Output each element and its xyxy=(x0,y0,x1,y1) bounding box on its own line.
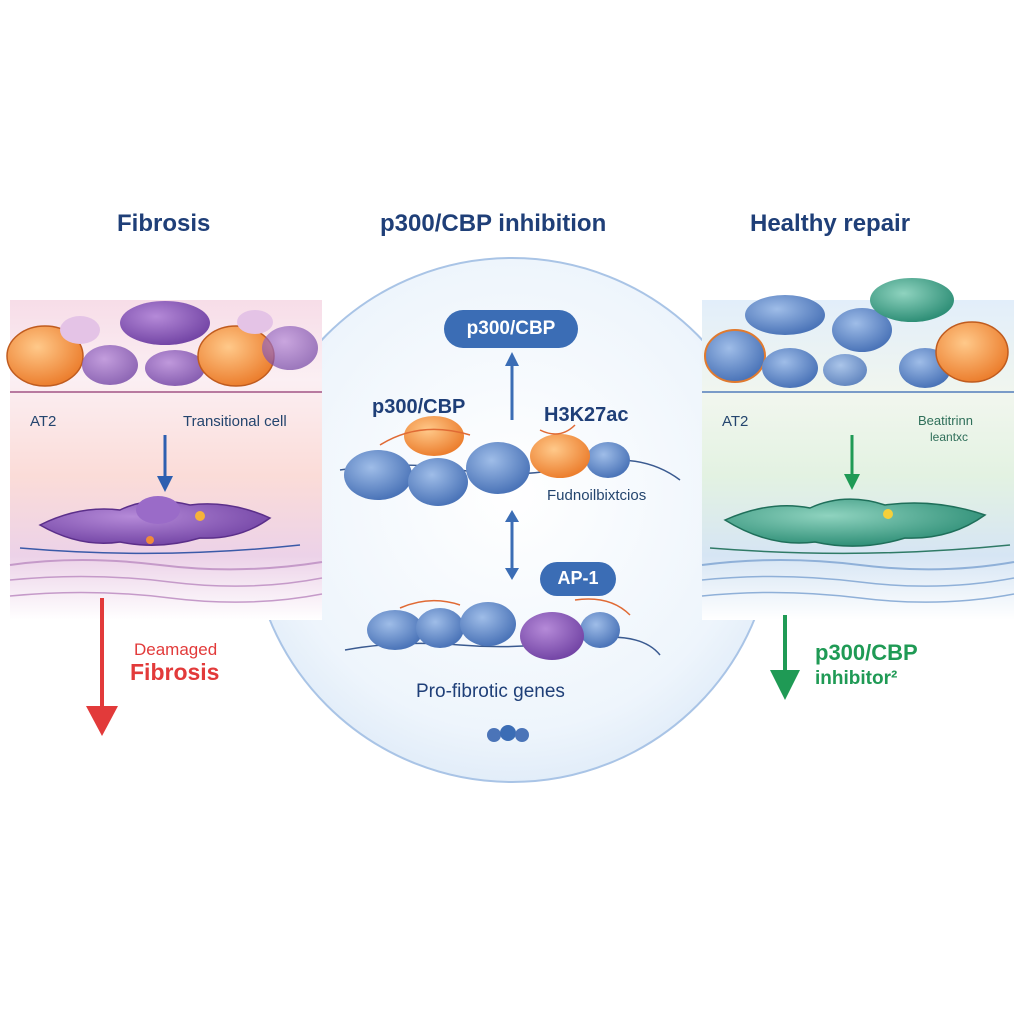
right-outcome-line2: inhibitor² xyxy=(815,668,898,689)
right-label-garbled-2: leantxc xyxy=(930,430,969,444)
center-pill-ap1-label: AP-1 xyxy=(557,568,599,588)
chromatin-upper xyxy=(339,416,681,506)
chromatin-lower xyxy=(344,598,661,660)
center-label-genes: Pro-fibrotic genes xyxy=(416,681,565,702)
right-label-at2: AT2 xyxy=(722,413,749,430)
center-arrows xyxy=(505,352,519,580)
center-label-h3k27ac: H3K27ac xyxy=(544,404,629,426)
left-top-cells xyxy=(6,301,318,387)
right-label-garbled-1: Beatitrinn xyxy=(918,413,973,428)
right-transitional-cells xyxy=(709,498,1011,555)
red-arrow-down-icon xyxy=(86,598,118,736)
arrow-down-icon xyxy=(157,435,173,492)
right-title: Healthy repair xyxy=(750,210,911,237)
center-pill-top xyxy=(444,310,578,348)
center-label-p300: p300/CBP xyxy=(372,396,466,418)
left-transitional-cells xyxy=(19,496,301,555)
left-label-at2: AT2 xyxy=(30,413,57,430)
left-outcome-small: Deamaged xyxy=(134,640,218,659)
center-pill-ap1 xyxy=(540,562,616,596)
left-title: Fibrosis xyxy=(117,210,211,237)
center-title: p300/CBP inhibition xyxy=(380,210,607,237)
right-top-cells xyxy=(704,278,1009,388)
ellipsis-dots-icon xyxy=(487,725,529,742)
right-outcome-line1: p300/CBP xyxy=(815,640,918,665)
green-arrow-down-icon xyxy=(770,615,800,700)
center-label-garbled: Fudnoilbixtcios xyxy=(547,487,647,504)
green-arrow-down-right-icon xyxy=(844,435,860,490)
left-label-transitional: Transitional cell xyxy=(183,413,287,430)
center-pill-top-label: p300/CBP xyxy=(466,318,556,339)
left-outcome-big: Fibrosis xyxy=(130,659,220,685)
